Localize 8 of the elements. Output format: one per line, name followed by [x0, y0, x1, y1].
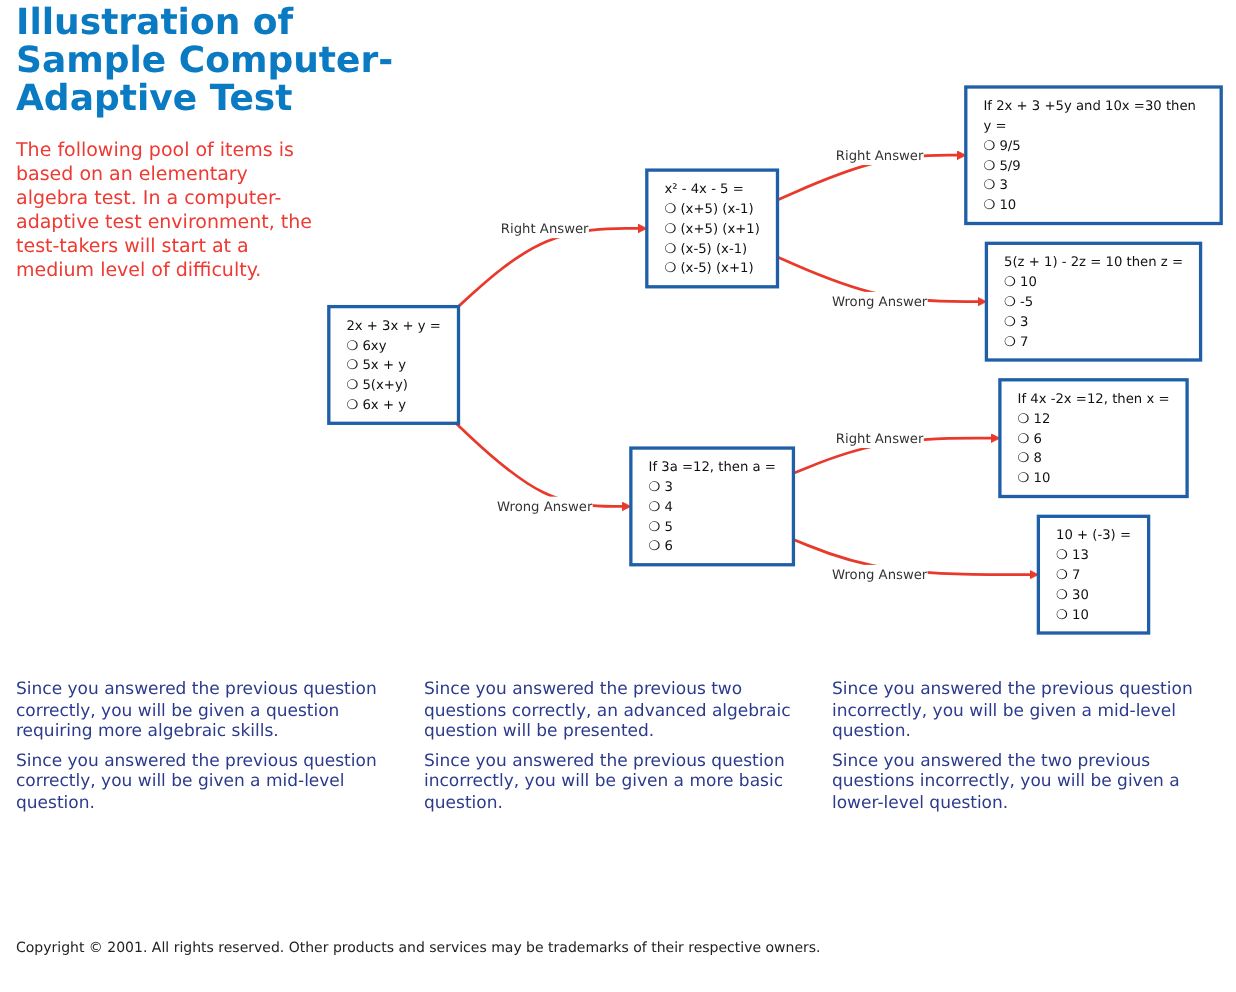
note-text: Since you answered the previous two questions correctly, an advanced algebraic question will be presented. — [424, 680, 793, 743]
note-text: Since you answered the two previous questions incorrectly, you will be given a lower-level question. — [832, 751, 1182, 814]
title: Illustration of Sample Computer-Adaptive Test — [16, 4, 396, 118]
note-text: Since you answered the previous question incorrectly, you will be given a mid-level question. — [832, 680, 1195, 743]
note-text: Since you answered the previous question incorrectly, you will be given a more basic question. — [424, 751, 787, 814]
intro-text: The following pool of items is based on an elementary algebra test. In a computer-adaptive test environment, the test-takers will start at a medium level of difficulty. — [16, 140, 314, 284]
note-text: Since you answered the previous question correctly, you will be given a question requiring more algebraic skills. — [16, 680, 379, 743]
note-text: Since you answered the previous question correctly, you will be given a mid-level question. — [16, 751, 379, 814]
